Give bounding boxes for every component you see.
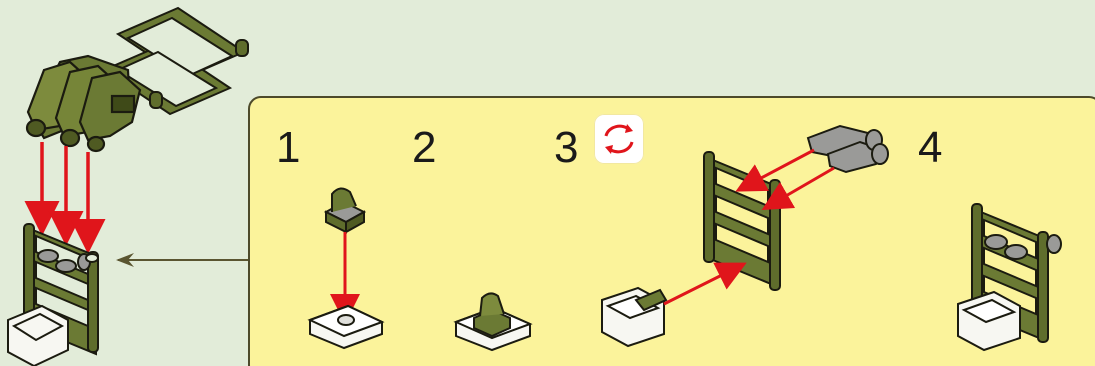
step-2-number: 2: [412, 126, 436, 170]
rotate-icon: [594, 114, 644, 164]
pointer-arrow: [116, 253, 250, 267]
step-4-number: 4: [918, 126, 942, 170]
step-3-number: 3: [554, 126, 578, 170]
down-arrows-left: [42, 142, 88, 240]
lower-assembly: [8, 224, 98, 366]
upper-assembly: [27, 8, 248, 151]
step-1-number: 1: [276, 126, 300, 170]
